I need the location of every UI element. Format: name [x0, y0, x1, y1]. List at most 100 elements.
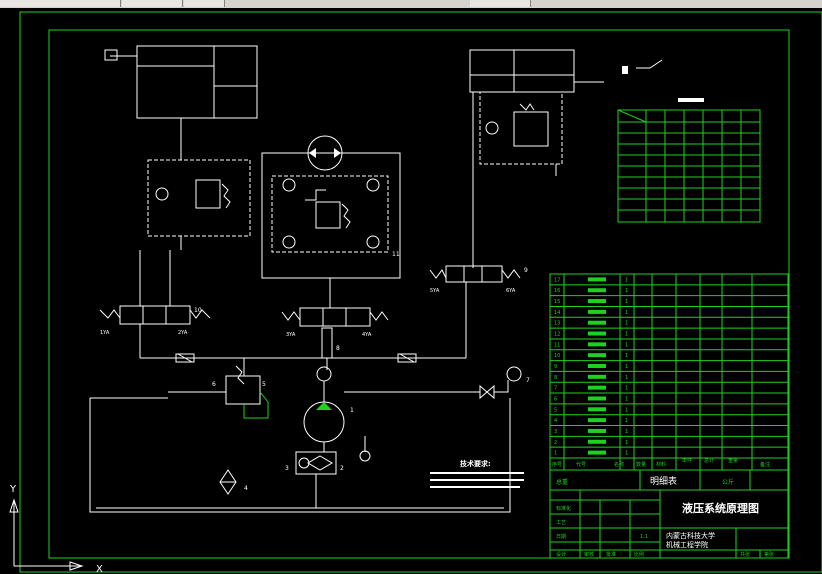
- parts-row-number: 6: [554, 396, 557, 402]
- parts-row-number: 14: [554, 310, 560, 316]
- svg-text:工艺: 工艺: [556, 520, 566, 526]
- relief-valve: [168, 365, 269, 419]
- svg-text:8: 8: [336, 345, 340, 352]
- parts-row-number: 16: [554, 288, 560, 294]
- hydraulic-schematic-drawing[interactable]: 1YA 2YA 3YA 4YA: [0, 8, 822, 574]
- left-directional-valve: 1YA 2YA: [99, 250, 211, 358]
- ucs-y-label: Y: [9, 484, 17, 495]
- parts-row-number: 1: [554, 451, 557, 457]
- parts-row-number: 5: [554, 407, 557, 413]
- svg-text:设计: 设计: [556, 551, 566, 558]
- center-bridge-circuit: [261, 152, 401, 308]
- parts-row-qty: 1: [625, 353, 628, 359]
- valve-label-5ya: 5YA: [430, 288, 440, 294]
- window-tab-strip: [0, 0, 822, 8]
- svg-text:5: 5: [262, 381, 266, 388]
- parts-row-number: 7: [554, 386, 557, 392]
- right-directional-valve: 5YA 6YA: [429, 265, 521, 358]
- drawing-title: 液压系统原理图: [682, 501, 759, 515]
- svg-text:单件: 单件: [682, 457, 692, 464]
- parts-row-qty: 1: [625, 451, 628, 457]
- svg-text:标准化: 标准化: [556, 505, 571, 512]
- pressure-line: [140, 353, 466, 376]
- parts-row-qty: 1: [625, 396, 628, 402]
- solenoid-action-table: [617, 98, 761, 223]
- parts-row-number: 15: [554, 299, 560, 305]
- valve-label-3ya: 3YA: [286, 332, 296, 338]
- unit-label: 公斤: [722, 478, 734, 486]
- svg-text:数量: 数量: [636, 461, 646, 468]
- parts-row-number: 3: [554, 429, 557, 435]
- filter-and-check: [295, 451, 337, 508]
- inner-frame: [48, 29, 790, 559]
- parts-row-number: 12: [554, 332, 560, 338]
- parts-row-qty: 1: [625, 407, 628, 413]
- oil-tank: [89, 397, 511, 513]
- title-block: [549, 469, 789, 559]
- svg-text:10: 10: [194, 307, 202, 314]
- svg-text:重量: 重量: [728, 457, 738, 464]
- left-counterbalance-valve: [147, 118, 251, 250]
- department-name: 机械工程学院: [666, 540, 708, 549]
- right-counterbalance-valve: [472, 91, 563, 268]
- parts-row-qty: 1: [625, 321, 628, 327]
- parts-row-qty: 1: [625, 440, 628, 446]
- svg-text:第张: 第张: [764, 551, 774, 558]
- parts-row-number: 11: [554, 342, 560, 348]
- scale-value: 1:1: [640, 534, 648, 540]
- parts-row-qty: 1: [625, 332, 628, 338]
- svg-text:11: 11: [392, 251, 400, 258]
- svg-text:3: 3: [285, 465, 289, 472]
- technical-requirements: 技术要求:: [430, 459, 524, 488]
- tab-2[interactable]: [122, 0, 183, 7]
- svg-text:4: 4: [244, 485, 248, 492]
- parts-list-row: 14 1: [550, 309, 788, 318]
- tab-4[interactable]: [470, 0, 531, 7]
- parts-row-number: 17: [554, 277, 560, 283]
- parts-list-row: 10 1: [550, 353, 788, 362]
- svg-text:名称: 名称: [614, 461, 624, 468]
- valve-label-1ya: 1YA: [100, 330, 110, 336]
- ucs-x-label: X: [96, 564, 103, 574]
- svg-text:共张: 共张: [740, 551, 750, 558]
- parts-list-row: 17 1: [550, 277, 788, 286]
- center-directional-valve: 3YA 4YA: [281, 307, 389, 370]
- ucs-icon: Y X: [9, 484, 103, 574]
- parts-row-qty: 1: [625, 299, 628, 305]
- svg-text:序号: 序号: [552, 461, 562, 468]
- parts-row-qty: 1: [625, 429, 628, 435]
- parts-row-number: 10: [554, 353, 560, 359]
- svg-text:6: 6: [212, 381, 216, 388]
- parts-row-number: 9: [554, 364, 557, 370]
- parts-list-header: 序号 代号 名称 数量 材料 单件 总计 重量 备注: [552, 457, 770, 468]
- valve-label-4ya: 4YA: [362, 332, 372, 338]
- parts-row-qty: 1: [625, 277, 628, 283]
- svg-text:代号: 代号: [576, 461, 586, 468]
- parts-list-row: 15 1: [550, 299, 788, 307]
- tab-3[interactable]: [184, 0, 225, 7]
- tab-1[interactable]: [0, 0, 121, 7]
- parts-list-title: 明细表: [650, 475, 677, 487]
- parts-row-qty: 1: [625, 310, 628, 316]
- svg-text:2: 2: [340, 465, 344, 472]
- parts-row-number: 2: [554, 440, 557, 446]
- left-cylinder: [104, 45, 258, 119]
- outer-frame: [19, 11, 822, 573]
- parts-row-number: 4: [554, 418, 557, 424]
- svg-text:审核: 审核: [584, 551, 594, 558]
- school-name: 内蒙古科技大学: [666, 531, 715, 540]
- svg-text:日期: 日期: [556, 534, 566, 540]
- check-valve: [316, 366, 332, 402]
- svg-text:备注: 备注: [760, 461, 770, 468]
